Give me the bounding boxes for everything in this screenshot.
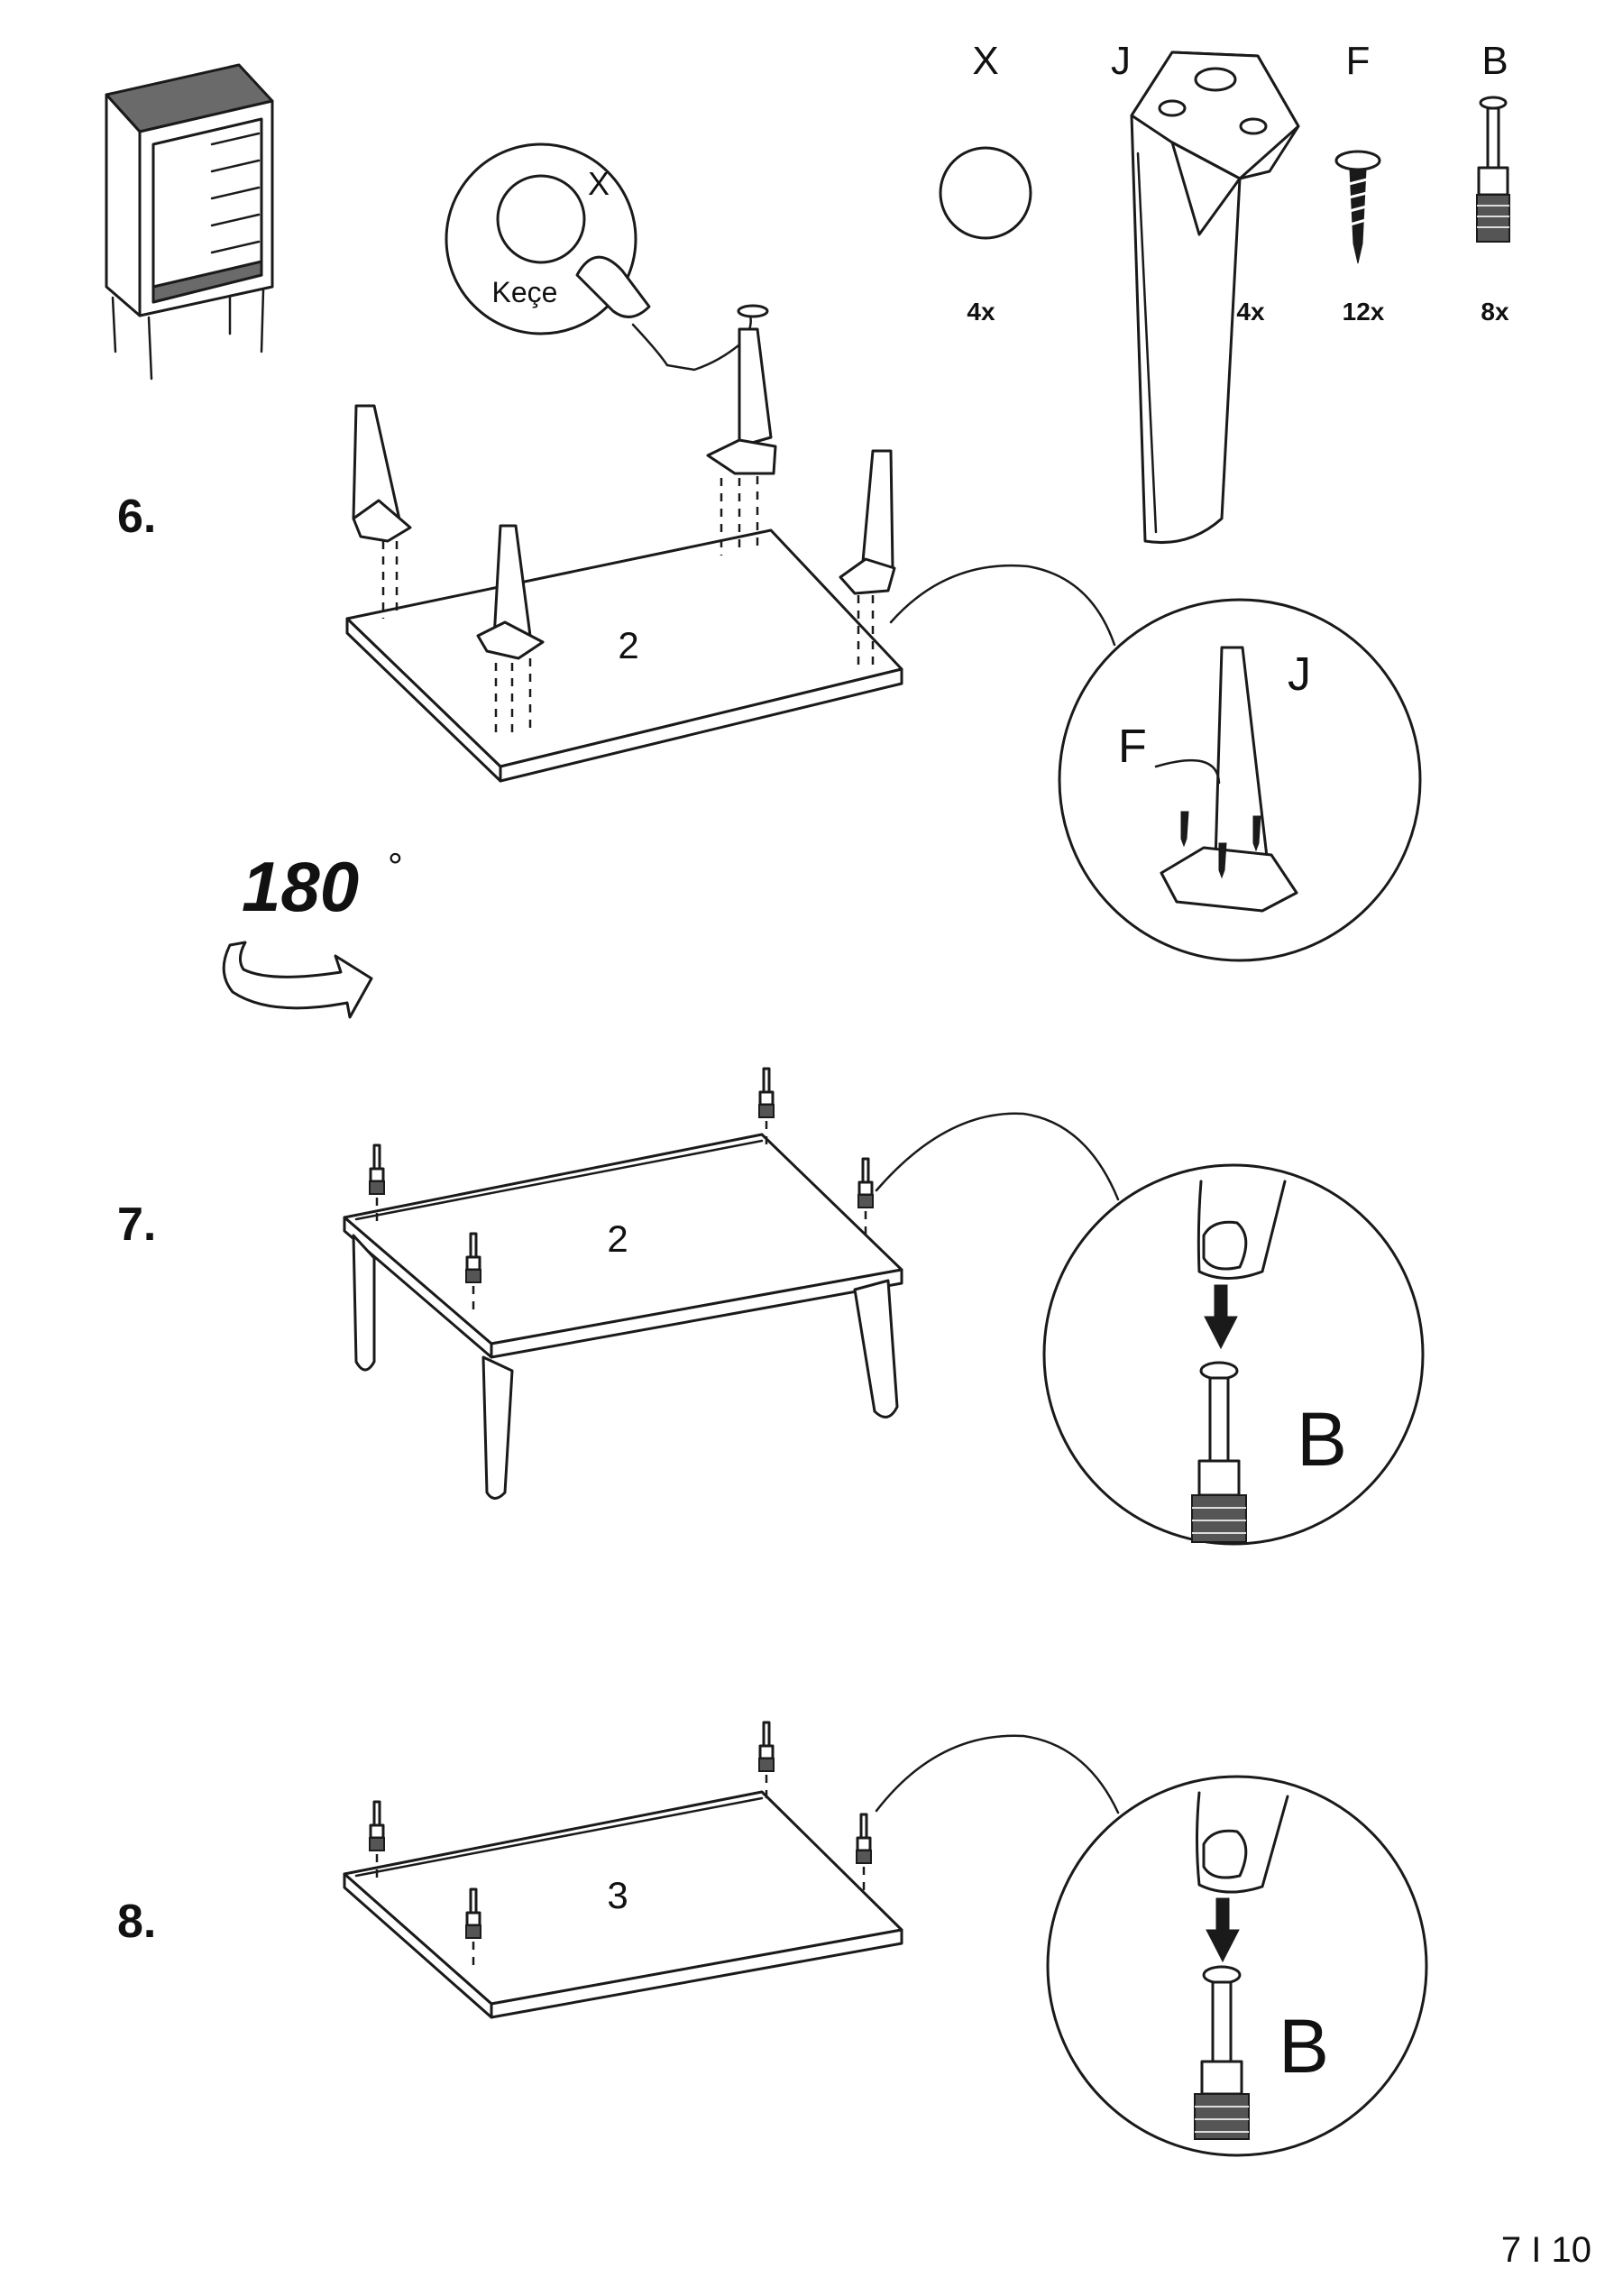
panel-2-step7: 2 <box>343 1133 903 1500</box>
panel-2-step7-label: 2 <box>607 1217 628 1260</box>
felt-callout: X Keçe <box>445 142 769 372</box>
felt-callout-part-label: X <box>588 165 610 202</box>
part-j-label: J <box>1111 39 1131 83</box>
down-arrow-icon <box>1204 1284 1238 1350</box>
connector-b-icon <box>1476 96 1510 243</box>
step-6-number: 6. <box>117 491 156 543</box>
panel-3: 3 <box>343 1790 903 2019</box>
legs-step6 <box>352 327 896 739</box>
part-x-label: X <box>972 39 998 83</box>
felt-pad-x-icon <box>939 146 1032 240</box>
panel-2-label: 2 <box>618 624 638 666</box>
connector-detail-step8: B <box>1046 1775 1428 2157</box>
step-7-number: 7. <box>117 1199 156 1251</box>
felt-callout-label: Keçe <box>492 276 558 308</box>
page-number: 7 I 10 <box>1501 2230 1591 2270</box>
step-8: 8. 3 B <box>117 1721 1428 2157</box>
step-7: 7. 2 <box>117 1067 1425 1546</box>
leg-j-icon <box>1130 51 1300 545</box>
screw-f-icon <box>1334 150 1381 264</box>
part-x-count: 4x <box>967 298 995 326</box>
connectors-step8 <box>369 1721 872 1969</box>
connectors-step7 <box>369 1067 874 1310</box>
detail-part-f-label: F <box>1118 721 1147 773</box>
connector-detail-step7: B <box>1042 1163 1425 1546</box>
cabinet-thumbnail <box>105 63 274 381</box>
part-f-label: F <box>1346 39 1371 83</box>
part-b-count: 8x <box>1481 298 1509 326</box>
panel-3-label: 3 <box>607 1874 628 1916</box>
detail-part-b-label: B <box>1297 1397 1347 1482</box>
part-j-count: 4x <box>1236 298 1265 326</box>
part-b-label: B <box>1481 39 1508 83</box>
leg-detail-callout: J F <box>1058 598 1422 962</box>
part-f-count: 12x <box>1343 298 1385 326</box>
detail-part-j-label: J <box>1288 648 1311 701</box>
detail-part-b-label: B <box>1279 2004 1329 2089</box>
step-8-number: 8. <box>117 1896 156 1948</box>
rotate-arrow-icon <box>222 941 373 1019</box>
down-arrow-icon <box>1206 1897 1240 1963</box>
panel-2-step6: 2 <box>345 528 903 783</box>
step-6: 6. X Keçe 2 <box>117 142 1422 1019</box>
rotation-value: 180 <box>242 847 359 926</box>
parts-legend: X 4x J 4x F 12x B <box>939 39 1510 545</box>
rotate-180-indicator: 180 ° <box>222 845 403 1019</box>
rotation-unit: ° <box>388 845 403 887</box>
